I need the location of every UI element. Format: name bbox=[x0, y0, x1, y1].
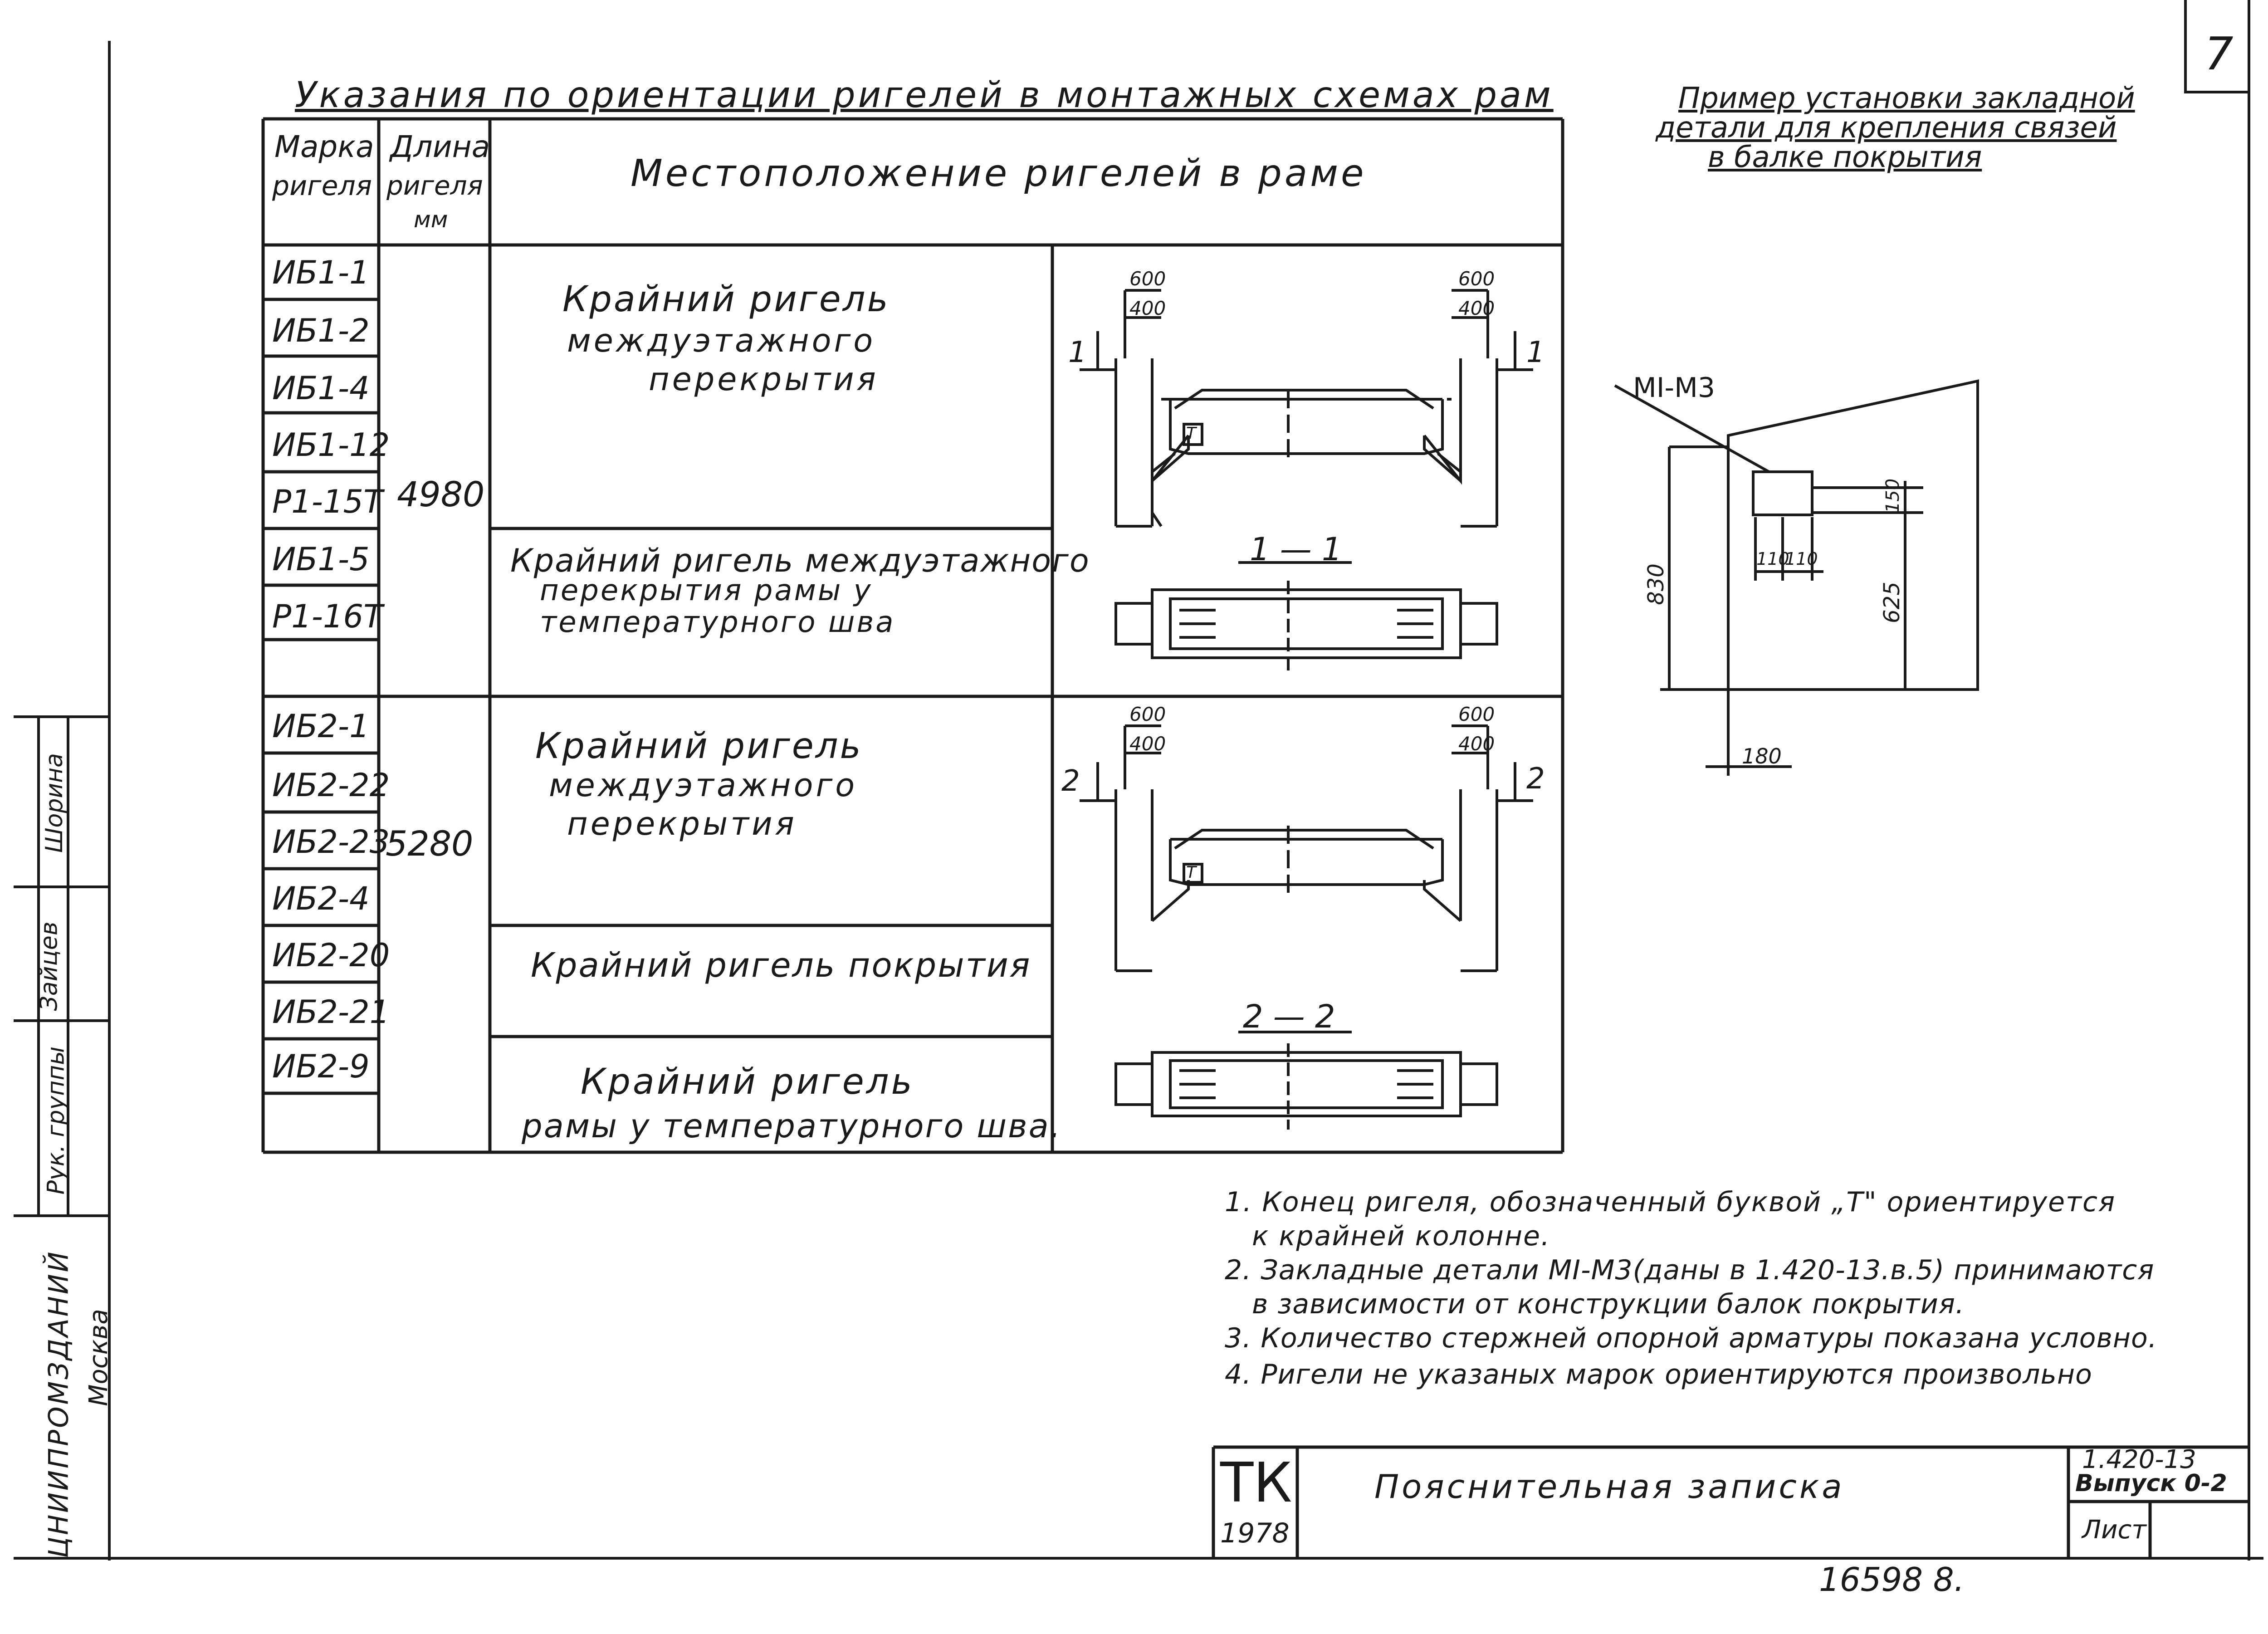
mark-g1-7: Р1-16Т bbox=[272, 598, 383, 635]
note-1-cont: к крайней колонне. bbox=[1252, 1220, 1551, 1252]
sheet-number: 7 bbox=[2204, 27, 2234, 80]
title-block-year: 1978 bbox=[1220, 1517, 1290, 1549]
drawing1-marker: Т bbox=[1186, 424, 1196, 443]
g2-desc3-line1: Крайний ригель bbox=[581, 1062, 914, 1102]
mark-g1-1: ИБ1-1 bbox=[272, 254, 370, 291]
title-block-sheet-label: Лист bbox=[2082, 1515, 2146, 1545]
header-mark-line2: ригеля bbox=[272, 170, 372, 202]
mark-g1-3: ИБ1-4 bbox=[272, 370, 370, 407]
title-block-org: ТК bbox=[1220, 1452, 1292, 1515]
note-2: 2. Закладные детали МI-М3(даны в 1.420-1… bbox=[1225, 1254, 2155, 1286]
bottom-number: 16598 8. bbox=[1819, 1561, 1965, 1599]
title-block-series: 1.420-13 bbox=[2082, 1445, 2196, 1474]
g1-desc1-line3: перекрытия bbox=[649, 361, 879, 398]
example-title-line2: детали для крепления связей bbox=[1656, 111, 2117, 145]
sheet-number-box bbox=[2184, 0, 2250, 93]
side-stamp-col3: Шорина bbox=[41, 753, 68, 853]
title-block-issue: Выпуск 0-2 bbox=[2075, 1470, 2227, 1497]
drawing2-section-mark-right: 2 bbox=[1526, 762, 1545, 796]
example-dim-110a: 110 bbox=[1756, 549, 1789, 569]
drawing2-section-mark-left: 2 bbox=[1061, 764, 1080, 798]
note-2-cont: в зависимости от конструкции балок покры… bbox=[1252, 1288, 1965, 1320]
drawing1-section-mark-right: 1 bbox=[1526, 336, 1545, 369]
header-length-line3: мм bbox=[414, 206, 448, 233]
header-length-line2: ригеля bbox=[386, 170, 483, 201]
g1-desc2-line3: температурного шва bbox=[540, 606, 895, 639]
drawing2-dim-400-right: 400 bbox=[1458, 733, 1495, 755]
note-4: 4. Ригели не указаных марок ориентируютс… bbox=[1225, 1359, 2092, 1390]
example-dim-180: 180 bbox=[1742, 744, 1782, 768]
header-location: Местоположение ригелей в раме bbox=[631, 152, 1367, 195]
drawing2-section-title: 2 — 2 bbox=[1243, 998, 1335, 1035]
mark-g2-3: ИБ2-23 bbox=[272, 823, 390, 861]
g1-desc1-line2: междуэтажного bbox=[567, 322, 876, 359]
mark-g1-5: Р1-15Т bbox=[272, 483, 383, 520]
side-stamp-col2: Зайцев bbox=[35, 921, 63, 1011]
note-1: 1. Конец ригеля, обозначенный буквой „Т"… bbox=[1225, 1186, 2116, 1218]
drawing1-dim-400-right: 400 bbox=[1458, 297, 1495, 319]
drawing1-dim-600-left: 600 bbox=[1129, 268, 1166, 290]
g1-desc1-line1: Крайний ригель bbox=[562, 279, 890, 320]
g2-desc3-line2: рамы у температурного шва. bbox=[522, 1107, 1062, 1145]
example-part-label: МI-М3 bbox=[1633, 372, 1716, 404]
mark-g1-2: ИБ1-2 bbox=[272, 312, 370, 349]
example-dim-110b: 110 bbox=[1785, 549, 1818, 569]
title-block-doc-title: Пояснительная записка bbox=[1374, 1468, 1845, 1506]
example-title-line3: в балке покрытия bbox=[1708, 141, 1982, 174]
table-title: Указания по ориентации ригелей в монтажн… bbox=[295, 75, 1554, 116]
drawing2-dim-400-left: 400 bbox=[1129, 733, 1166, 755]
g1-desc2-line2: перекрытия рамы у bbox=[540, 574, 873, 607]
side-stamp-col1: Рук. группы bbox=[42, 1046, 70, 1195]
g2-desc1-line2: междуэтажного bbox=[549, 767, 858, 804]
drawing1-dim-400-left: 400 bbox=[1129, 297, 1166, 319]
frame-right-border bbox=[2248, 0, 2250, 1561]
frame-left-border bbox=[108, 41, 111, 1561]
drawing1-section-mark-left: 1 bbox=[1068, 336, 1087, 369]
length-g2: 5280 bbox=[386, 823, 474, 864]
mark-g1-6: ИБ1-5 bbox=[272, 541, 370, 578]
mark-g2-4: ИБ2-4 bbox=[272, 880, 370, 917]
mark-g2-7: ИБ2-9 bbox=[272, 1048, 370, 1085]
drawing2-dim-600-right: 600 bbox=[1458, 703, 1495, 725]
side-stamp-org: ЦНИИПРОМЗДАНИЙ bbox=[43, 1250, 75, 1558]
g1-desc2-line1: Крайний ригель междуэтажного bbox=[510, 542, 1090, 579]
note-3: 3. Количество стержней опорной арматуры … bbox=[1225, 1322, 2157, 1354]
g2-desc2: Крайний ригель покрытия bbox=[531, 946, 1031, 985]
drawing1-section-title: 1 — 1 bbox=[1250, 531, 1342, 568]
frame-bottom-border bbox=[14, 1557, 2263, 1560]
mark-g1-4: ИБ1-12 bbox=[272, 426, 390, 464]
mark-g2-2: ИБ2-22 bbox=[272, 767, 390, 804]
example-title-line1: Пример установки закладной bbox=[1678, 82, 2135, 115]
drawing2-dim-600-left: 600 bbox=[1129, 703, 1166, 725]
header-mark-line1: Марка bbox=[274, 129, 374, 164]
mark-g2-1: ИБ2-1 bbox=[272, 708, 370, 745]
g2-desc1-line1: Крайний ригель bbox=[535, 726, 863, 767]
mark-g2-5: ИБ2-20 bbox=[272, 937, 390, 974]
side-stamp-city: Москва bbox=[83, 1309, 113, 1406]
drawing1-dim-600-right: 600 bbox=[1458, 268, 1495, 290]
mark-g2-6: ИБ2-21 bbox=[272, 993, 390, 1031]
header-length-line1: Длина bbox=[390, 129, 490, 164]
drawing2-marker: Т bbox=[1186, 863, 1196, 882]
g2-desc1-line3: перекрытия bbox=[567, 805, 797, 842]
length-g1: 4980 bbox=[397, 474, 485, 514]
